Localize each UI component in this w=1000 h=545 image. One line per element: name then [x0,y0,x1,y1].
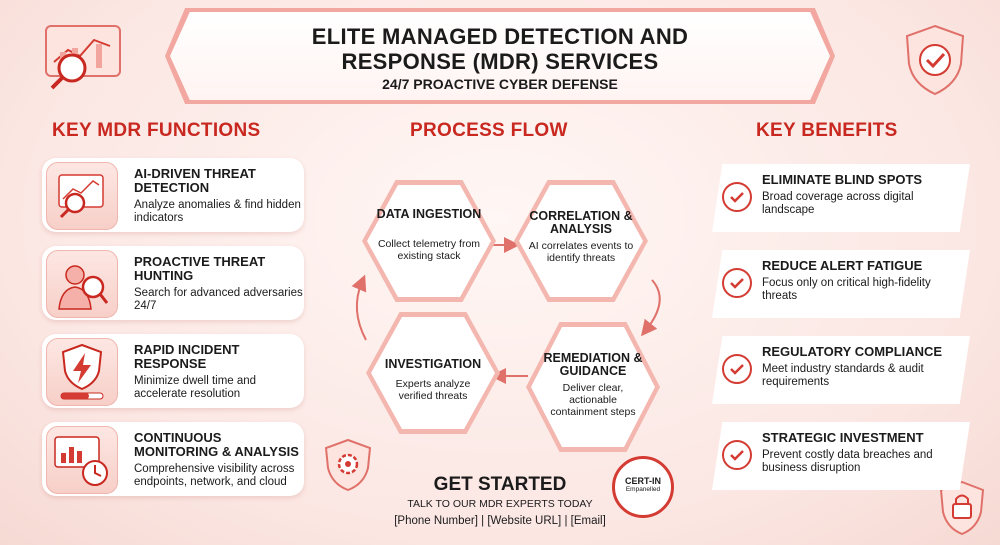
process-step-title: CORRELATION & ANALYSIS [529,209,633,236]
section-heading-benefits: KEY BENEFITS [756,120,898,141]
section-heading-functions: KEY MDR FUNCTIONS [52,120,261,141]
benefit-desc: Broad coverage across digital landscape [762,191,914,216]
function-desc: Comprehensive visibility across endpoint… [134,463,295,488]
function-title: PROACTIVE THREAT HUNTING [134,254,266,283]
process-step-title: INVESTIGATION [384,357,482,371]
process-step-ingestion: DATA INGESTION Collect telemetry from ex… [362,180,496,302]
process-arrows [351,237,661,384]
process-step-desc: Collect telemetry from existing stack [377,238,481,262]
shield-check-icon [905,24,965,96]
benefit-title: STRATEGIC INVESTMENT [762,430,924,445]
check-icon [722,182,752,212]
cta-contact[interactable]: [Phone Number] | [Website URL] | [Email] [394,515,606,527]
page-subtitle: 24/7 PROACTIVE CYBER DEFENSE [382,76,618,92]
benefit-title: ELIMINATE BLIND SPOTS [762,172,923,187]
section-heading-process: PROCESS FLOW [410,120,568,141]
title-line-1: ELITE MANAGED DETECTION AND [311,24,689,49]
analytics-magnifier-icon [45,25,121,90]
cta-subtitle: TALK TO OUR MDR EXPERTS TODAY [407,498,593,510]
shield-gear-icon [324,438,372,492]
lock-shield-icon [939,480,985,536]
function-desc: Search for advanced adversaries 24/7 [134,287,303,312]
cta-title: GET STARTED [433,474,567,495]
function-desc: Minimize dwell time and accelerate resol… [134,375,257,400]
badge-title: CERT-IN [625,476,661,486]
check-icon [722,440,752,470]
benefit-card [712,336,970,404]
chart-magnifier-icon [46,162,118,230]
process-step-desc: AI correlates events to identify threats [528,240,634,264]
benefit-desc: Prevent costly data breaches and busines… [762,449,933,474]
process-step-desc: Deliver clear, actionable containment st… [550,382,636,418]
benefit-title: REGULATORY COMPLIANCE [762,344,943,359]
process-step-title: DATA INGESTION [376,207,482,221]
check-icon [722,268,752,298]
benefit-desc: Meet industry standards & audit requirem… [762,363,924,388]
check-icon [722,354,752,384]
benefit-title: REDUCE ALERT FATIGUE [762,258,923,273]
badge-subtitle: Empanelled [625,486,661,493]
function-desc: Analyze anomalies & find hidden indicato… [134,199,301,224]
process-step-desc: Experts analyze verified threats [395,378,471,402]
lightning-shield-icon [46,338,118,406]
title-line-2: RESPONSE (MDR) SERVICES [341,49,659,74]
function-title: AI-DRIVEN THREAT DETECTION [134,166,256,195]
process-step-correlation: CORRELATION & ANALYSIS AI correlates eve… [514,180,648,302]
hunter-magnifier-icon [46,250,118,318]
benefit-desc: Focus only on critical high-fidelity thr… [762,277,931,302]
benefit-card [712,422,970,490]
process-step-remediation: REMEDIATION & GUIDANCE Deliver clear, ac… [526,322,660,452]
process-step-investigation: INVESTIGATION Experts analyze verified t… [366,312,500,434]
page-title: ELITE MANAGED DETECTION AND RESPONSE (MD… [200,24,800,74]
benefit-card [712,164,970,232]
header-banner [170,12,830,100]
cert-in-badge: CERT-IN Empanelled [612,456,674,518]
function-title: CONTINUOUS MONITORING & ANALYSIS [134,430,299,459]
monitor-clock-icon [46,426,118,494]
process-step-title: REMEDIATION & GUIDANCE [543,351,643,378]
benefit-card [712,250,970,318]
function-title: RAPID INCIDENT RESPONSE [134,342,240,371]
